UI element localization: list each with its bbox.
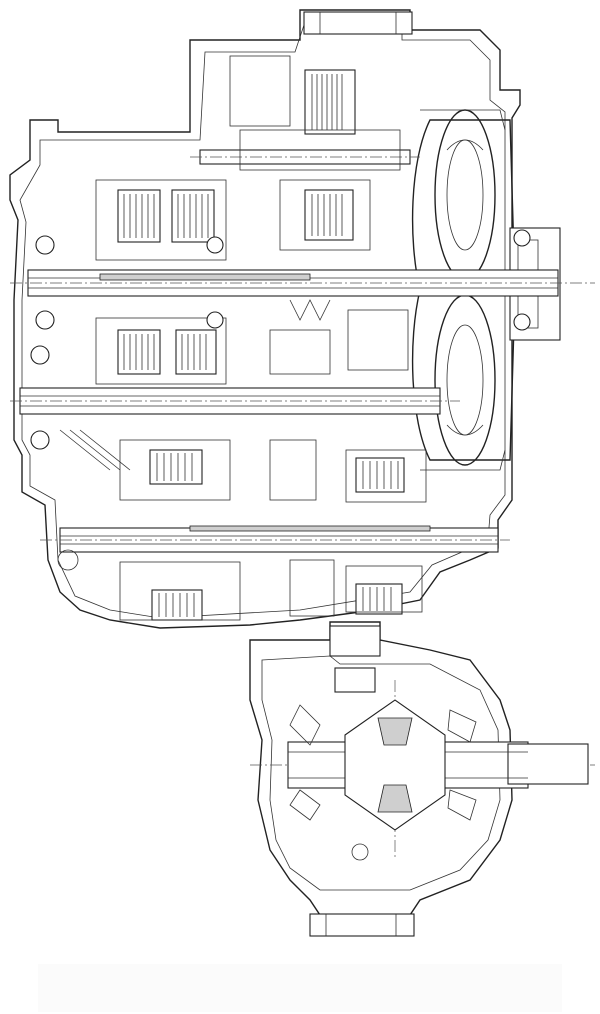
upper-shaft [190,149,420,165]
bottom-bolt [309,913,415,937]
gears [30,55,427,621]
main-shaft [10,387,460,415]
top-bolt [303,11,413,35]
countershaft [40,525,510,553]
differential-housing [249,621,595,916]
blank-footer-band [38,964,562,1012]
housing-outline [9,9,521,629]
clutch-packs [117,69,405,621]
input-shaft [10,269,595,297]
